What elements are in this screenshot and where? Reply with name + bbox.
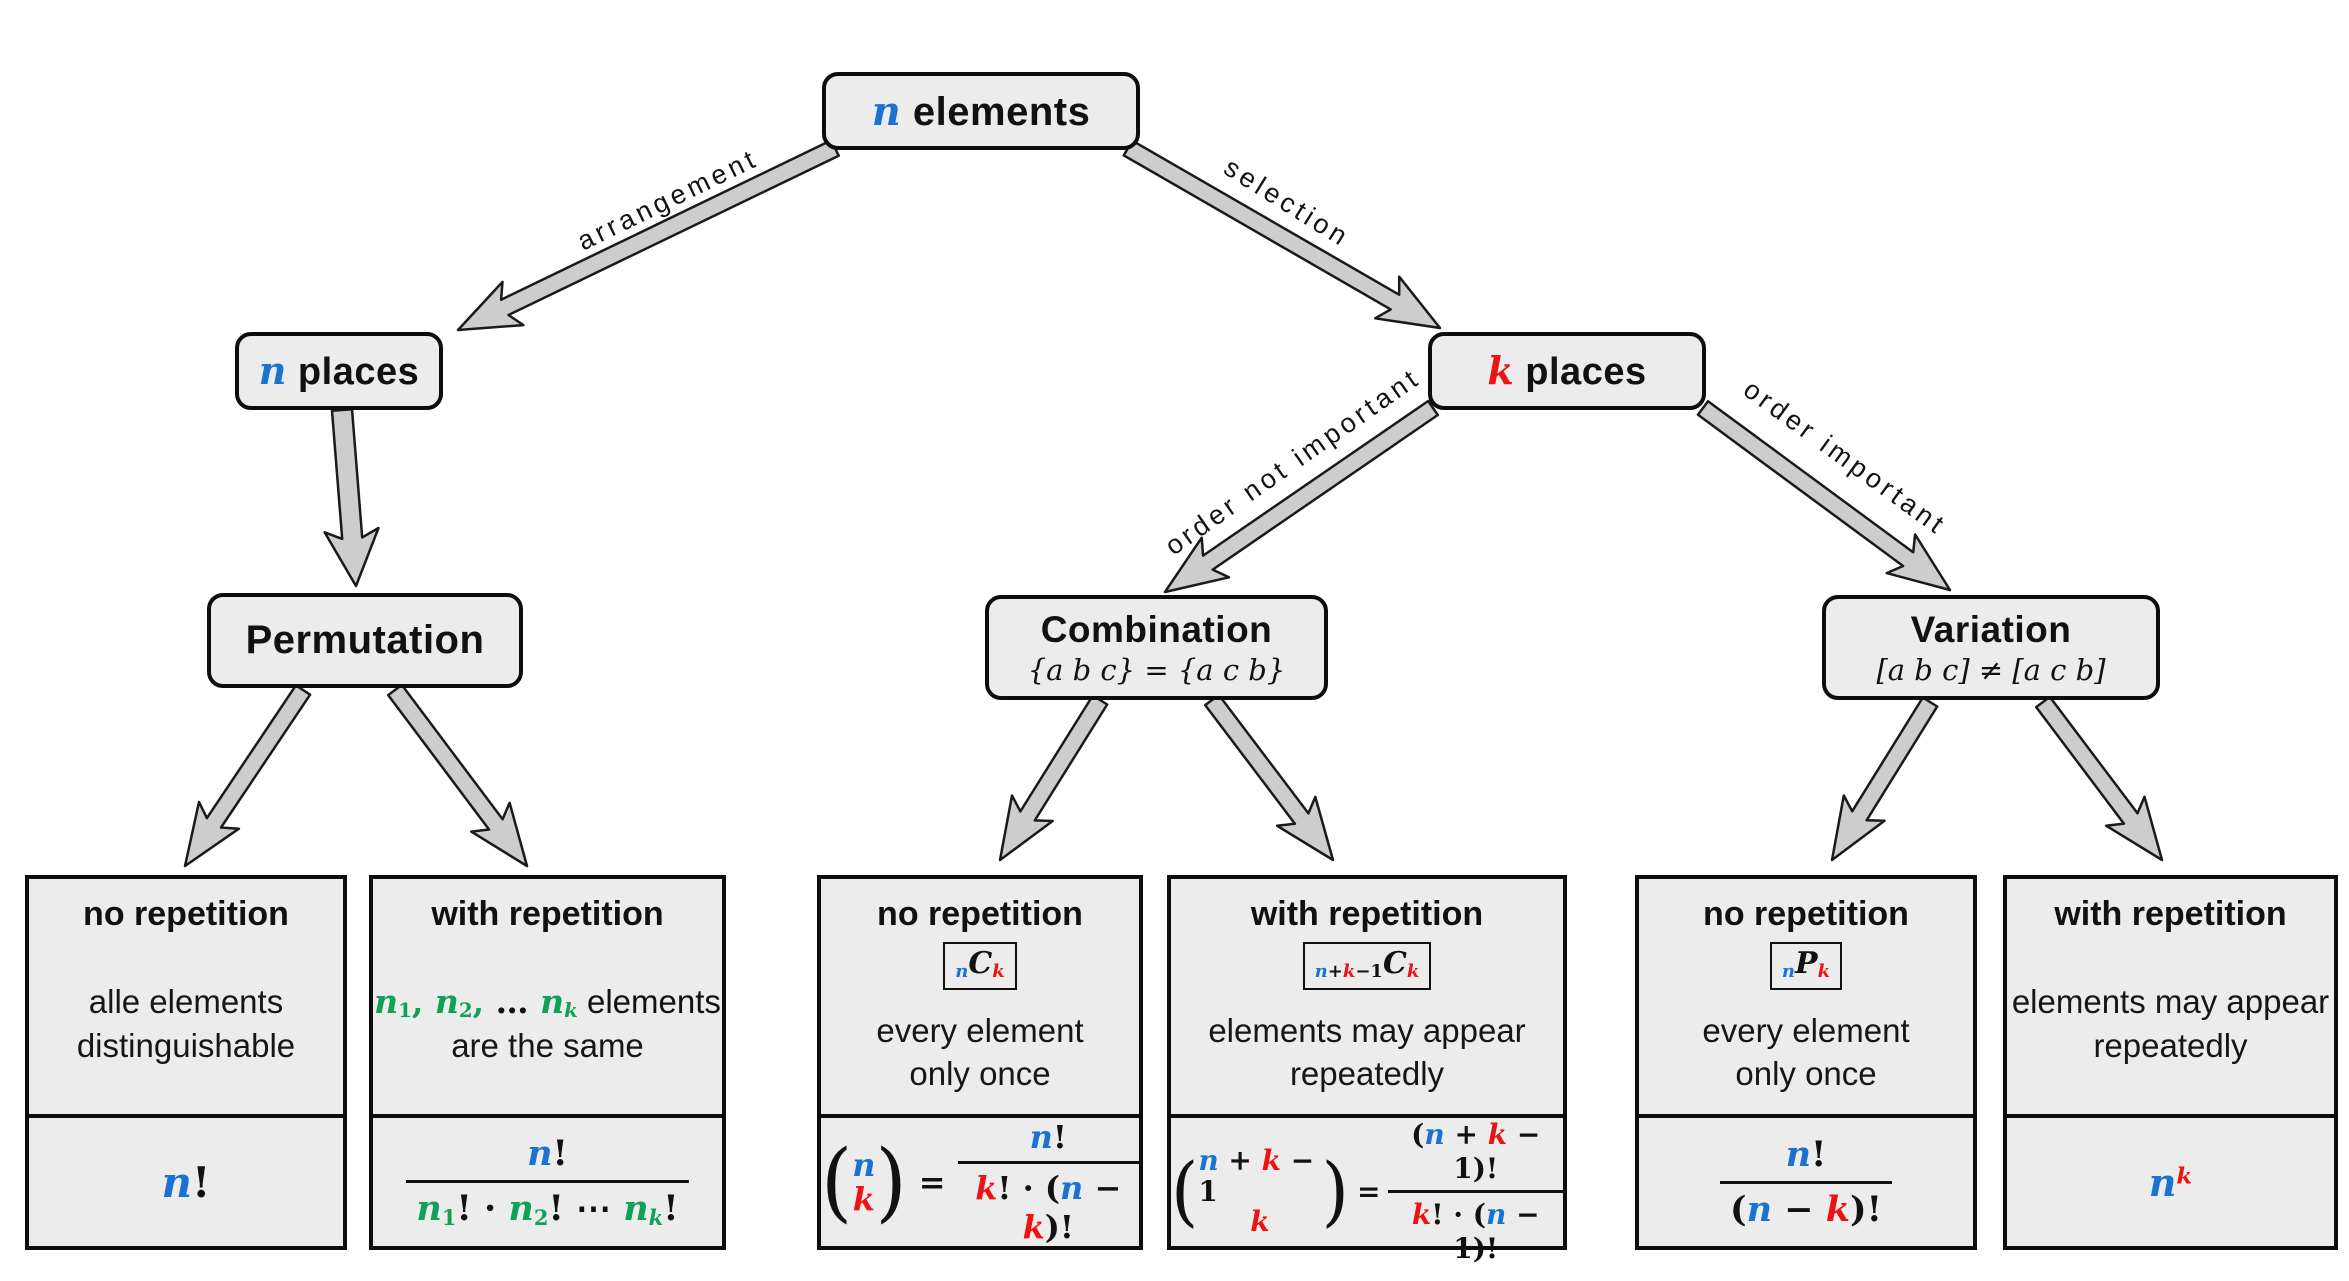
fraction-denominator: n1! · n2! ⋯ nk!	[416, 1188, 679, 1230]
card-variation-no-repetition: no repetition nPk every element only onc…	[1635, 875, 1977, 1250]
desc-line-math: n1, n2, … nk elements	[374, 981, 721, 1023]
desc-line: alle elements	[88, 983, 284, 1021]
arrow-combination-to-no-repetition	[998, 694, 1109, 862]
node-n-elements: n elements	[822, 72, 1140, 150]
arrow-n-places-to-permutation	[323, 407, 380, 588]
card-top: with repetition elements may appear repe…	[2007, 879, 2334, 1118]
binomial-coefficient: ( n k )	[821, 1131, 907, 1232]
node-permutation: Permutation	[207, 593, 523, 688]
symbol-n-plus-k-minus-1-Ck-box: n+k−1Ck	[1302, 942, 1432, 991]
binomial-top: n	[852, 1145, 876, 1184]
card-desc: n1, n2, … nk elements are the same	[374, 934, 721, 1114]
node-combination: Combination {a b c} = {a c b}	[985, 595, 1328, 700]
formula-n-factorial: n!	[161, 1157, 211, 1207]
binomial-top: n + k − 1	[1198, 1144, 1315, 1208]
fraction-denominator: k! · (n − k)!	[975, 1169, 1122, 1246]
fraction-denominator: k! · (n − 1)!	[1411, 1198, 1540, 1265]
card-desc: every element only once	[1702, 990, 1909, 1114]
arrow-permutation-to-no-repetition	[183, 684, 312, 868]
desc-line: elements may appear	[1208, 1011, 1526, 1049]
arrow-n-elements-to-k-places	[1122, 139, 1442, 330]
arrow-n-elements-to-n-places	[456, 139, 840, 332]
symbol-nPk-box: nPk	[1769, 942, 1843, 991]
desc-line: only once	[1735, 1055, 1877, 1093]
binomial-coefficient: ( n + k − 1 k )	[1171, 1146, 1349, 1237]
card-title: with repetition	[431, 895, 664, 933]
arrow-combination-to-with-repetition	[1203, 693, 1335, 862]
node-n-places-label: n places	[258, 348, 420, 393]
fraction-numerator: n!	[957, 1118, 1139, 1165]
desc-line: are the same	[451, 1027, 644, 1065]
fraction: (n + k − 1)! k! · (n − 1)!	[1388, 1118, 1563, 1265]
card-top: with repetition n1, n2, … nk elements ar…	[373, 879, 722, 1118]
desc-line: only once	[909, 1055, 1051, 1093]
node-permutation-label: Permutation	[245, 618, 485, 662]
card-combination-no-repetition: no repetition nCk every element only onc…	[817, 875, 1143, 1250]
card-top: with repetition n+k−1Ck elements may app…	[1171, 879, 1563, 1118]
desc-line: distinguishable	[76, 1027, 296, 1064]
left-paren: (	[821, 1131, 853, 1232]
desc-line: repeatedly	[2093, 1027, 2248, 1064]
card-permutation-with-repetition: with repetition n1, n2, … nk elements ar…	[369, 875, 726, 1250]
arrow-variation-to-with-repetition	[2034, 695, 2164, 862]
card-title: with repetition	[2054, 895, 2287, 933]
equals-sign: =	[1356, 1175, 1381, 1209]
card-title: no repetition	[1703, 895, 1909, 933]
node-variation-subtitle: [a b c] ≠ [a c b]	[1876, 652, 2106, 687]
node-variation-label: Variation	[1910, 608, 2072, 650]
fraction-numerator: n!	[406, 1133, 689, 1184]
node-combination-label: Combination	[1040, 608, 1273, 650]
node-n-elements-label: n elements	[871, 87, 1091, 135]
card-desc: every element only once	[876, 990, 1083, 1114]
card-formula: nk	[2007, 1118, 2334, 1246]
card-desc: elements may appear repeatedly	[2012, 934, 2329, 1114]
left-paren: (	[1171, 1147, 1199, 1236]
fraction-numerator: (n + k − 1)!	[1388, 1118, 1563, 1194]
card-variation-with-repetition: with repetition elements may appear repe…	[2003, 875, 2338, 1250]
card-formula: n! n1! · n2! ⋯ nk!	[373, 1118, 722, 1246]
card-formula: ( n + k − 1 k ) = (n + k − 1)! k! · (n −…	[1171, 1118, 1563, 1265]
card-combination-with-repetition: with repetition n+k−1Ck elements may app…	[1167, 875, 1567, 1265]
right-paren: )	[875, 1131, 907, 1232]
card-desc: elements may appear repeatedly	[1208, 990, 1525, 1114]
binomial-bottom: k	[852, 1180, 875, 1219]
binomial-bottom: k	[1250, 1204, 1270, 1238]
card-top: no repetition nPk every element only onc…	[1639, 879, 1973, 1118]
right-paren: )	[1321, 1147, 1349, 1236]
symbol-nCk-box: nCk	[943, 942, 1017, 991]
card-formula: n! (n − k)!	[1639, 1118, 1973, 1246]
card-title: no repetition	[83, 895, 289, 933]
node-n-places: n places	[235, 332, 443, 410]
card-title: with repetition	[1250, 895, 1484, 933]
card-title: no repetition	[877, 895, 1083, 933]
desc-line: elements may appear	[2011, 983, 2330, 1021]
formula-n-power-k: nk	[2148, 1159, 2193, 1205]
card-desc: alle elements distinguishable	[77, 934, 295, 1114]
desc-line: repeatedly	[1289, 1055, 1445, 1093]
fraction: n! n1! · n2! ⋯ nk!	[406, 1133, 689, 1231]
arrow-k-places-to-combination	[1163, 399, 1440, 594]
fraction-denominator: (n − k)!	[1730, 1188, 1882, 1230]
arrow-k-places-to-variation	[1696, 399, 1952, 592]
binomial-stack: n + k − 1 k	[1198, 1146, 1321, 1237]
card-permutation-no-repetition: no repetition alle elements distinguisha…	[25, 875, 347, 1250]
node-combination-subtitle: {a b c} = {a c b}	[1027, 652, 1286, 687]
equals-sign: =	[918, 1163, 946, 1202]
node-k-places-label: k places	[1487, 348, 1647, 393]
card-top: no repetition alle elements distinguisha…	[29, 879, 343, 1118]
fraction-numerator: n!	[1720, 1134, 1892, 1184]
fraction: n! (n − k)!	[1720, 1134, 1892, 1231]
fraction: n! k! · (n − k)!	[957, 1118, 1139, 1246]
node-variation: Variation [a b c] ≠ [a c b]	[1822, 595, 2160, 700]
arrow-permutation-to-with-repetition	[386, 683, 529, 868]
card-formula: n!	[29, 1118, 343, 1246]
arrow-variation-to-no-repetition	[1830, 696, 1939, 862]
desc-line: every element	[1702, 1011, 1910, 1049]
card-top: no repetition nCk every element only onc…	[821, 879, 1139, 1118]
node-k-places: k places	[1428, 332, 1706, 410]
card-formula: ( n k ) = n! k! · (n − k)!	[821, 1118, 1139, 1246]
desc-line: every element	[876, 1011, 1084, 1049]
binomial-stack: n k	[852, 1145, 876, 1219]
